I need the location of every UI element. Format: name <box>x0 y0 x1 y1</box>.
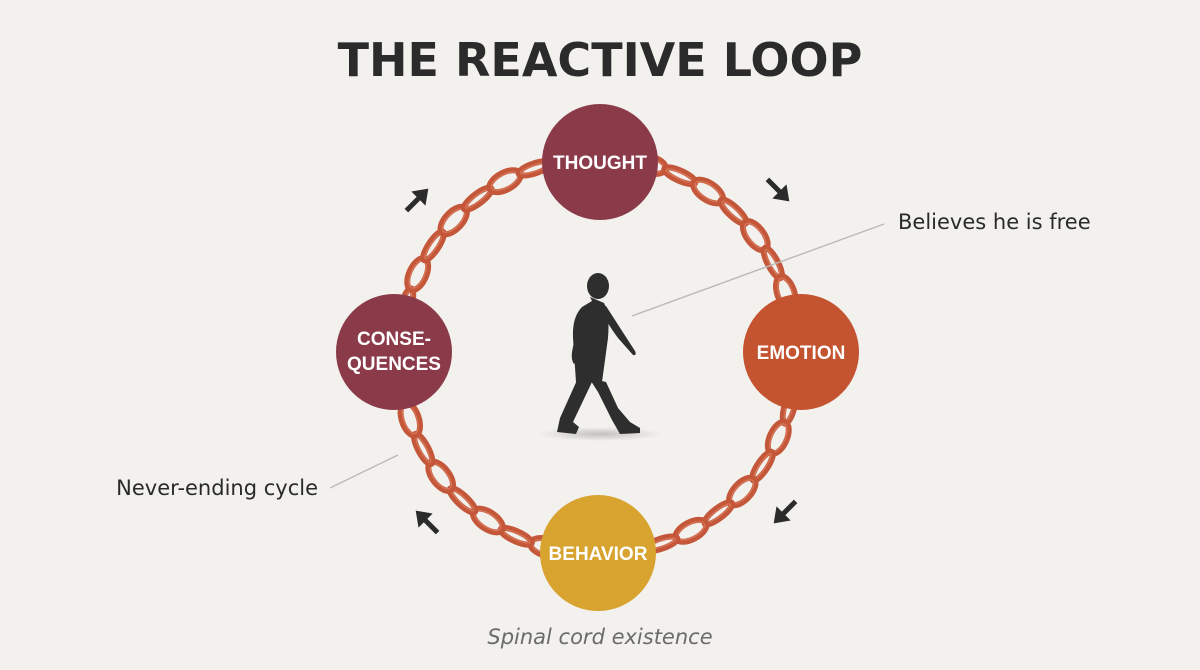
node-label-behavior: BEHAVIOR <box>549 544 648 565</box>
caption: Spinal cord existence <box>487 625 712 649</box>
node-consequences: CONSE- QUENCES <box>336 294 452 410</box>
node-thought: THOUGHT <box>542 104 658 220</box>
direction-arrow-icon <box>415 510 440 535</box>
node-emotion: EMOTION <box>743 294 859 410</box>
node-label-consequences-2: QUENCES <box>347 354 441 375</box>
annotation-never-ending: Never-ending cycle <box>116 476 318 500</box>
leader-line-right <box>631 223 885 317</box>
node-label-thought: THOUGHT <box>553 153 647 174</box>
node-behavior: BEHAVIOR <box>540 495 656 611</box>
leader-line-left <box>329 454 399 489</box>
node-label-emotion: EMOTION <box>757 343 846 364</box>
annotation-believes-free: Believes he is free <box>898 210 1091 234</box>
node-label-consequences-1: CONSE- <box>357 329 431 350</box>
page-title: THE REACTIVE LOOP <box>338 33 863 87</box>
chain-ring <box>397 152 799 560</box>
direction-arrow-icon <box>404 188 429 213</box>
direction-arrow-icon <box>773 499 798 524</box>
direction-arrow-icon <box>765 177 790 202</box>
walking-person-icon <box>538 273 662 441</box>
